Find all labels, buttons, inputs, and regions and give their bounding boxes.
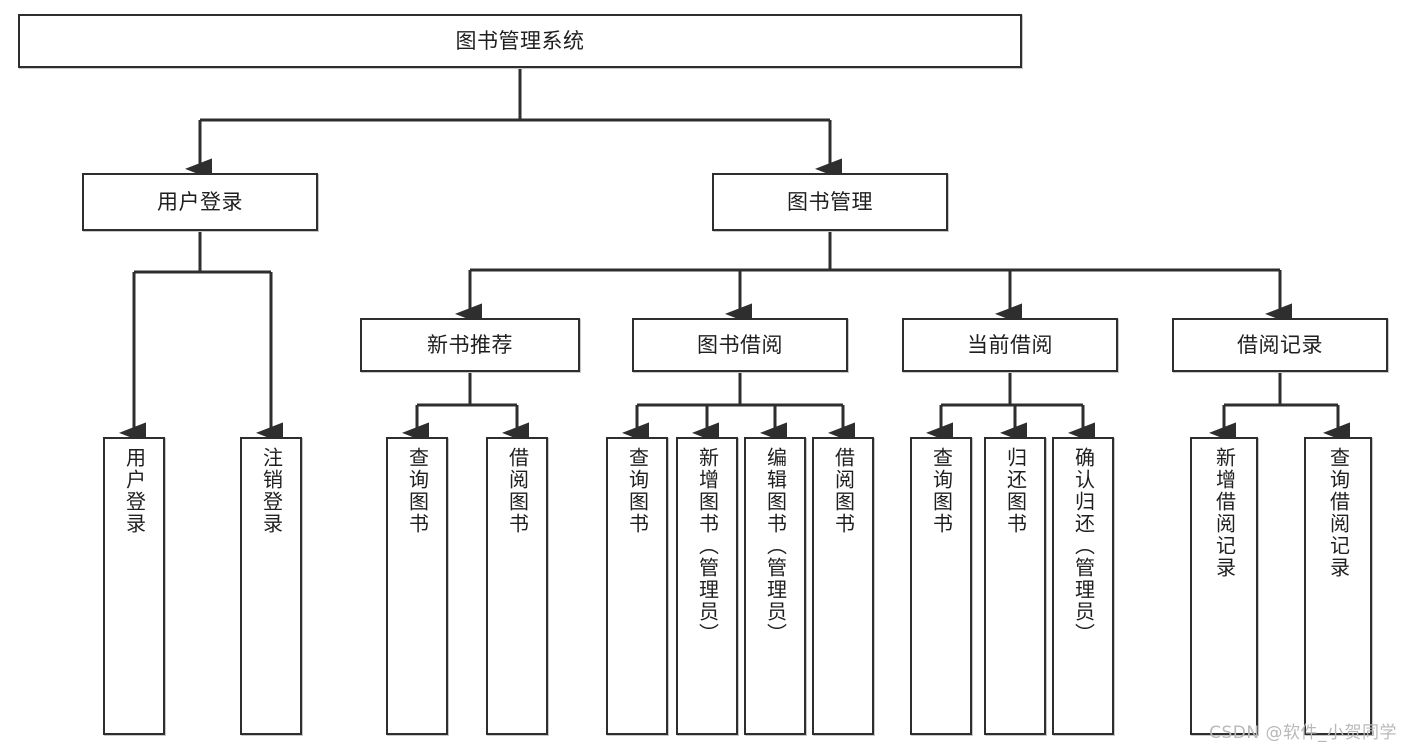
node-leaf-borrow-book-1[interactable]: 借阅图书 [486, 437, 548, 735]
node-leaf-borrow-book-2-label: 借阅图书 [831, 447, 856, 535]
node-leaf-add-book[interactable]: 新增图书（管理员） [676, 437, 738, 735]
node-new-book-rec-label: 新书推荐 [427, 332, 513, 357]
node-leaf-add-book-label: 新增图书（管理员） [695, 447, 720, 645]
node-leaf-return-book[interactable]: 归还图书 [984, 437, 1046, 735]
node-root[interactable]: 图书管理系统 [18, 14, 1022, 68]
node-borrow-record-label: 借阅记录 [1237, 332, 1323, 357]
node-leaf-query-book-2-label: 查询图书 [625, 447, 650, 535]
node-leaf-edit-book[interactable]: 编辑图书（管理员） [744, 437, 806, 735]
node-book-borrow[interactable]: 图书借阅 [632, 318, 848, 372]
node-book-manage[interactable]: 图书管理 [712, 173, 948, 231]
node-leaf-add-record[interactable]: 新增借阅记录 [1190, 437, 1258, 735]
node-book-manage-label: 图书管理 [787, 189, 873, 214]
node-leaf-query-record[interactable]: 查询借阅记录 [1304, 437, 1372, 735]
node-root-label: 图书管理系统 [455, 28, 585, 53]
node-current-borrow[interactable]: 当前借阅 [902, 318, 1118, 372]
node-leaf-query-book-3[interactable]: 查询图书 [910, 437, 972, 735]
node-user-login[interactable]: 用户登录 [82, 173, 318, 231]
node-leaf-query-book-3-label: 查询图书 [929, 447, 954, 535]
node-leaf-edit-book-label: 编辑图书（管理员） [763, 447, 788, 645]
node-leaf-borrow-book-1-label: 借阅图书 [505, 447, 530, 535]
node-leaf-borrow-book-2[interactable]: 借阅图书 [812, 437, 874, 735]
node-leaf-query-record-label: 查询借阅记录 [1326, 447, 1351, 579]
node-leaf-add-record-label: 新增借阅记录 [1212, 447, 1237, 579]
node-leaf-confirm-return[interactable]: 确认归还（管理员） [1052, 437, 1114, 735]
node-current-borrow-label: 当前借阅 [967, 332, 1053, 357]
node-leaf-return-book-label: 归还图书 [1003, 447, 1028, 535]
node-leaf-user-login-label: 用户登录 [122, 447, 147, 535]
node-leaf-query-book-1-label: 查询图书 [405, 447, 430, 535]
node-leaf-query-book-2[interactable]: 查询图书 [606, 437, 668, 735]
node-leaf-user-logout-label: 注销登录 [259, 447, 284, 535]
node-user-login-label: 用户登录 [157, 189, 243, 214]
node-new-book-rec[interactable]: 新书推荐 [360, 318, 580, 372]
node-borrow-record[interactable]: 借阅记录 [1172, 318, 1388, 372]
node-book-borrow-label: 图书借阅 [697, 332, 783, 357]
node-leaf-user-login[interactable]: 用户登录 [103, 437, 165, 735]
node-leaf-query-book-1[interactable]: 查询图书 [386, 437, 448, 735]
node-leaf-user-logout[interactable]: 注销登录 [240, 437, 302, 735]
watermark: CSDN @软件_小贺同学 [1209, 723, 1397, 743]
node-leaf-confirm-return-label: 确认归还（管理员） [1071, 447, 1096, 645]
